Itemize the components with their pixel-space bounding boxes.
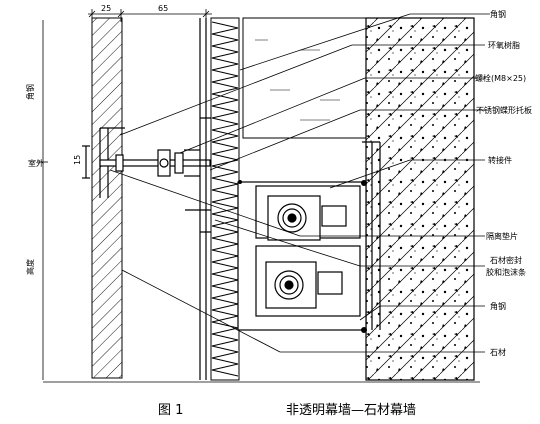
upper-bolt [267,195,347,241]
side-label-upper: 角钢 [25,84,35,100]
side-label-middle: 室外 [28,158,44,168]
figure-title: 非透明幕墙—石材幕墙 [286,403,416,418]
insulation-zigzag [211,21,239,377]
label-angle-steel-bottom: 角钢 [490,301,506,311]
label-epoxy: 环氧树脂 [488,40,520,50]
interior-wall [242,17,367,139]
label-sealant-1: 石材密封 [490,255,522,265]
dimension-15: 15 [73,155,82,165]
label-bolt: 螺栓(M8×25) [475,73,526,83]
dimension-25: 25 [101,4,111,13]
stone-anchor-bolt [82,127,211,198]
leader-lines [109,13,490,353]
label-bracket: 转接件 [488,155,512,165]
wall-strokes [255,39,340,121]
dimension-65: 65 [158,4,168,13]
dimension-line [88,9,212,22]
label-butterfly-plate: 不锈钢蝶形托板 [476,105,532,115]
label-stone: 石材 [490,347,506,357]
sealant-beads [238,180,367,333]
label-angle-steel-top: 角钢 [490,9,506,19]
stone-panel [91,17,123,379]
label-sealant-2: 胶和泡沫条 [486,267,526,277]
figure-number: 图 1 [158,403,183,418]
lower-bolt [265,261,343,309]
side-label-lower: 高度 [25,259,35,275]
label-isolation-pad: 隔离垫片 [486,231,518,241]
concrete-structure [365,17,475,381]
